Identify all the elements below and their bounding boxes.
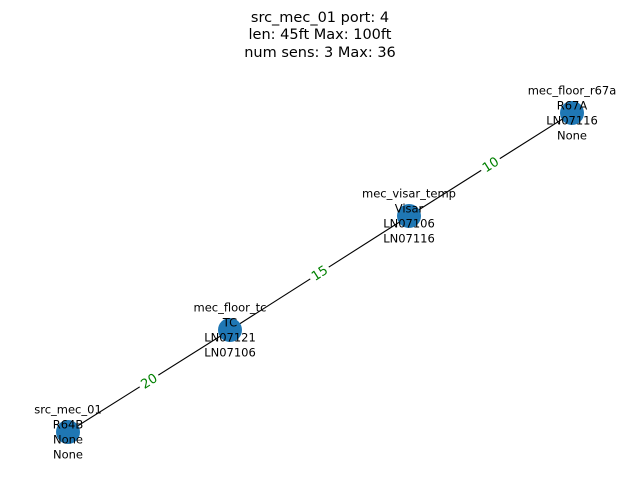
node-label-line: LN07106 [204,346,256,360]
node-circle-mec_floor_tc [218,318,242,342]
node-label-line: None [53,448,83,462]
node-label-line: src_mec_01 [34,403,102,417]
title-line-port: src_mec_01 port: 4 [251,10,389,26]
node-circle-src_mec_01 [56,420,80,444]
node-circle-mec_visar_temp [397,204,421,228]
node-label-line: LN07116 [546,114,598,128]
node-label-line: LN07121 [204,331,256,345]
edge-label-mec_visar_temp-mec_floor_r67a: 10 [480,155,502,177]
node-label-line: None [53,433,83,447]
node-circle-mec_floor_r67a [560,101,584,125]
edge-label-background [135,368,163,394]
edge-label-background [305,260,334,286]
node-label-line: LN07116 [383,232,435,246]
edge-label-background [476,151,505,178]
title-line-sensors: num sens: 3 Max: 36 [244,45,396,61]
node-label-line: None [557,129,587,143]
node-label-line: mec_floor_r67a [528,84,617,98]
edge-label-group-mec_floor_tc-mec_visar_temp: 15 [305,260,334,286]
edge-labels-layer: 20 15 10 [135,151,505,394]
node-label-line: R67A [557,99,588,113]
edge-label-group-mec_visar_temp-mec_floor_r67a: 10 [476,151,505,178]
node-label-line: Visar [395,202,424,216]
edge-label-group-src_mec_01-mec_floor_tc: 20 [135,368,163,394]
node-label-line: R64B [53,418,84,432]
edge-label-src_mec_01-mec_floor_tc: 20 [139,371,161,393]
node-label-line: mec_visar_temp [362,187,456,201]
edge-label-mec_floor_tc-mec_visar_temp: 15 [309,263,331,285]
nodes-layer [56,101,584,444]
node-label-line: TC [222,316,237,330]
title-line-length: len: 45ft Max: 100ft [249,27,392,43]
node-label-line: mec_floor_tc [194,301,267,315]
node-label-line: LN07106 [383,217,435,231]
diagram-title: src_mec_01 port: 4 len: 45ft Max: 100ft … [244,10,396,61]
